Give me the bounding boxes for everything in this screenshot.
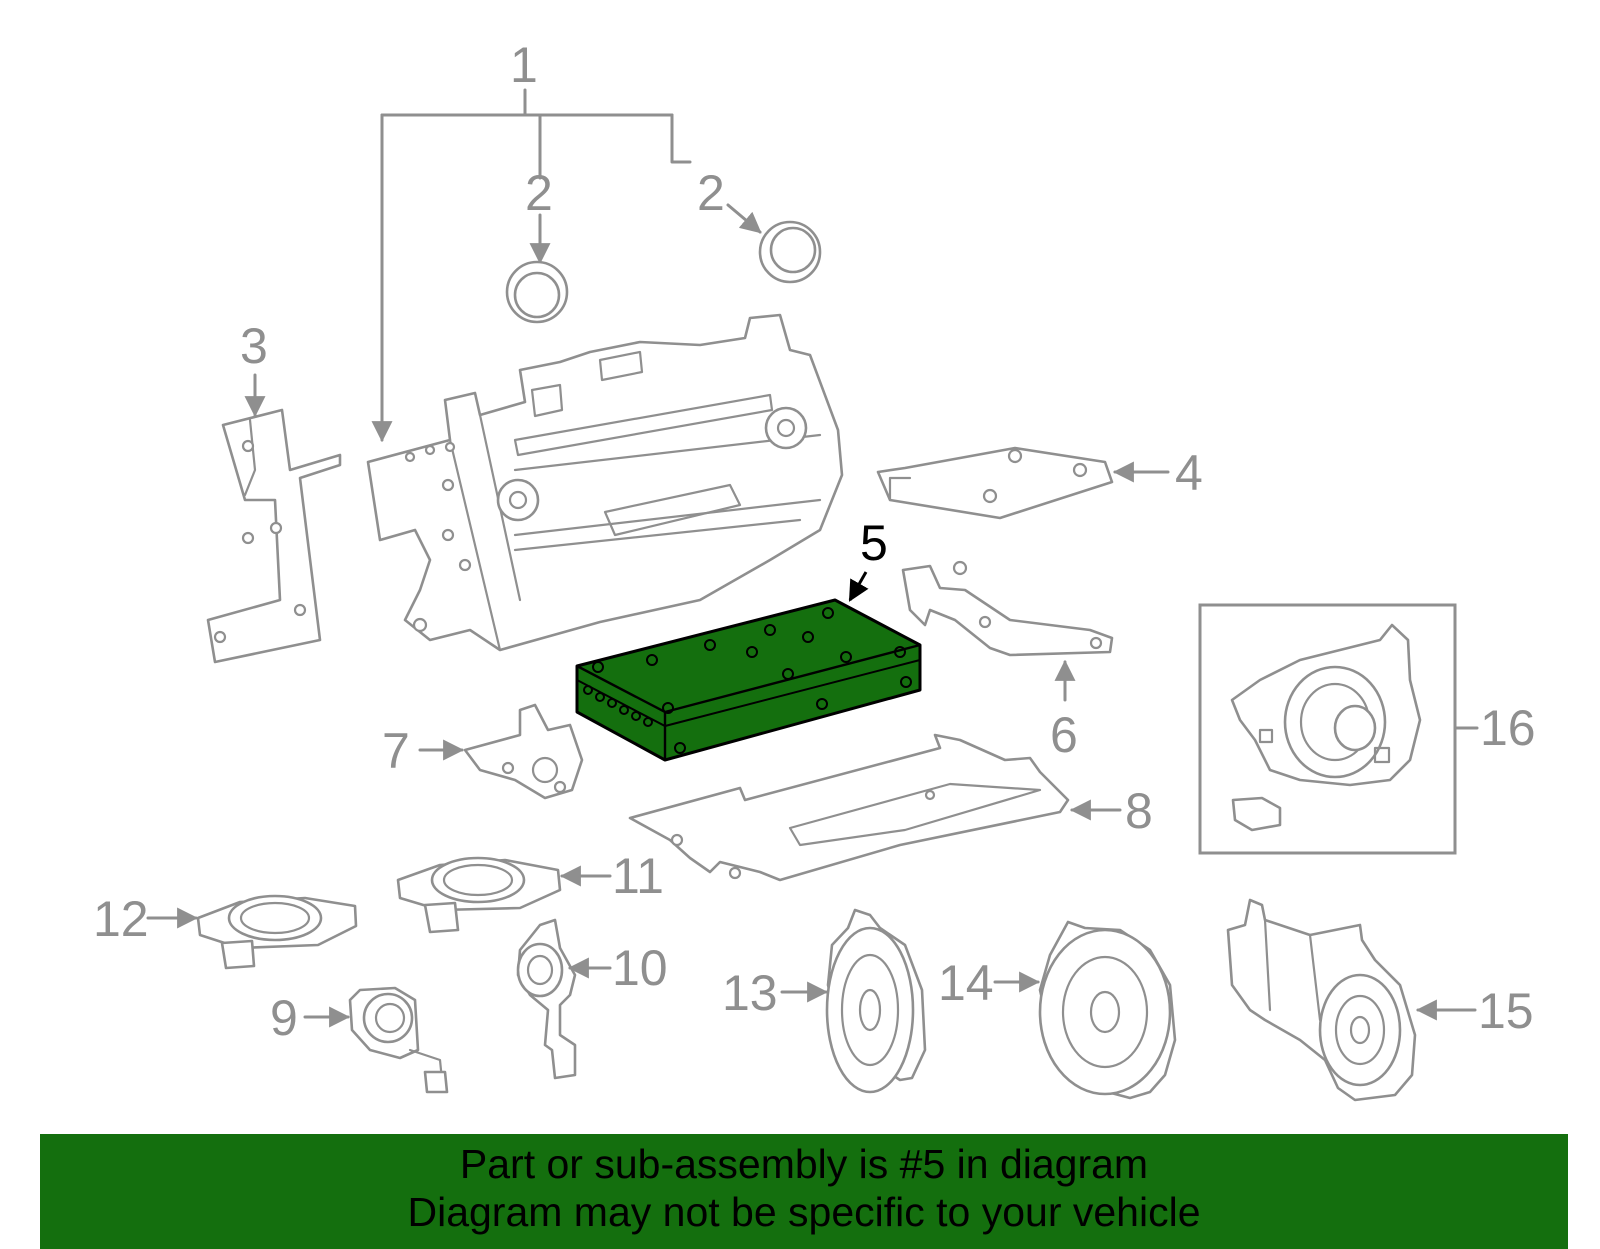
callout-2b: 2 (697, 165, 725, 221)
callout-13: 13 (722, 965, 778, 1021)
callout-5: 5 (860, 515, 888, 571)
callout-1: 1 (510, 37, 538, 93)
callout-7: 7 (382, 723, 410, 779)
part-10-sensor (516, 918, 577, 1080)
part-11-tweeter (396, 856, 562, 934)
callout-10: 10 (612, 940, 668, 996)
part-3-bracket (206, 408, 342, 664)
info-banner: Part or sub-assembly is #5 in diagram Di… (40, 1134, 1568, 1249)
callout-14: 14 (938, 955, 994, 1011)
part-7-bracket (463, 703, 584, 800)
part-16-unit (1230, 623, 1422, 832)
part-13-speaker (825, 908, 927, 1094)
callout-11: 11 (612, 848, 664, 904)
part-12-tweeter (196, 894, 358, 970)
callout-9: 9 (270, 990, 298, 1046)
callout-15: 15 (1478, 983, 1534, 1039)
callout-2a: 2 (525, 165, 553, 221)
part-2-knob-right (758, 220, 822, 284)
part-2-knob-left (505, 260, 569, 324)
callout-3: 3 (240, 318, 268, 374)
callout-4: 4 (1175, 445, 1203, 501)
part-15-subwoofer (1226, 898, 1417, 1102)
callout-6: 6 (1050, 707, 1078, 763)
part-9-speaker (348, 986, 449, 1094)
leader-1 (371, 88, 762, 443)
callout-8: 8 (1125, 783, 1153, 839)
part-6-bracket (901, 560, 1114, 657)
part-8-tray (628, 733, 1070, 882)
callout-16: 16 (1480, 700, 1536, 756)
part-5-amplifier (575, 598, 922, 762)
callout-12: 12 (93, 891, 149, 947)
banner-line-1: Part or sub-assembly is #5 in diagram (459, 1141, 1149, 1187)
part-4-plate (876, 446, 1114, 520)
part-1-faceplate (366, 313, 844, 652)
part-14-speaker (1038, 920, 1177, 1100)
banner-line-2: Diagram may not be specific to your vehi… (407, 1189, 1201, 1235)
